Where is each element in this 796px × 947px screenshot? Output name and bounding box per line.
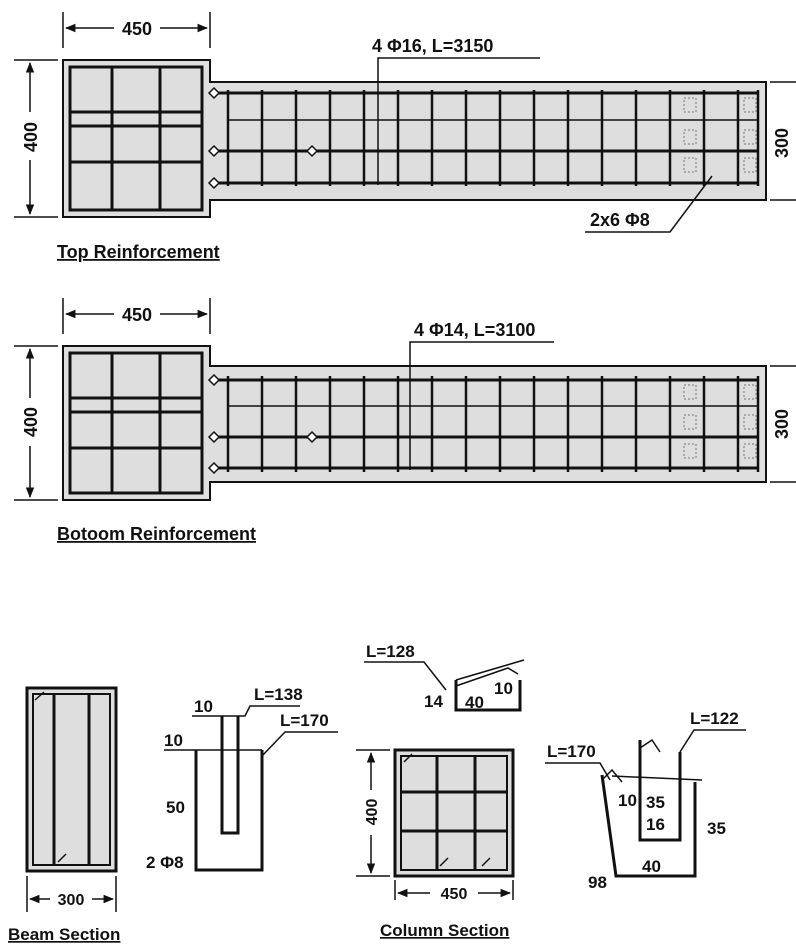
bottom-stirrups	[226, 376, 760, 472]
column-tie-small-seg-a: 14	[424, 692, 443, 711]
column-tie-small: L=128 14 40 10	[364, 642, 525, 712]
top-bar-marker	[207, 176, 221, 190]
bottom-reinforcement-panel: 450 400 300 4 Φ14, L=3100 Botoom Reinfor…	[14, 298, 796, 544]
bottom-anchorage-dots	[683, 384, 757, 459]
top-caption: Top Reinforcement	[57, 242, 220, 262]
column-tie-large-seg-hook: 10	[618, 791, 637, 810]
top-stirrups	[226, 90, 760, 186]
bottom-column-box	[68, 351, 204, 495]
column-section: 400 450 Column Section	[356, 748, 515, 940]
column-tie-large: L=122 L=170 10 35 16 35 40 98	[545, 709, 746, 892]
column-tie-large-inner	[639, 738, 661, 753]
bottom-main-bar-leader	[409, 341, 554, 470]
column-section-hook	[481, 857, 491, 867]
top-dim-height-left: 400	[21, 122, 41, 152]
column-section-tie	[400, 755, 508, 871]
column-tie-small-shape	[454, 680, 522, 712]
column-tie-large-leader	[545, 762, 611, 781]
column-tie-large-outer	[600, 774, 697, 878]
beam-section-stirrup	[32, 693, 111, 866]
column-tie-large-seg-inner-w: 16	[646, 815, 665, 834]
top-stirrups-label: 2x6 Φ8	[590, 210, 650, 230]
beam-caption: Beam Section	[8, 925, 120, 944]
column-tie-large-seg-outer-h: 35	[707, 819, 726, 838]
column-tie-large-outer	[601, 768, 623, 783]
beam-inner-bar	[220, 716, 240, 835]
column-tie-small-seg-c: 10	[494, 679, 513, 698]
beam-seg-hook-left: 10	[164, 731, 183, 750]
column-tie-large-leader	[679, 729, 746, 753]
bottom-caption: Botoom Reinforcement	[57, 524, 256, 544]
beam-inner-leader	[192, 705, 300, 717]
column-tie-large-len-outer: L=170	[547, 742, 596, 761]
top-main-bars-label: 4 Φ16, L=3150	[372, 36, 493, 56]
column-tie-large-len-inner: L=122	[690, 709, 739, 728]
top-dim-width: 450	[122, 19, 152, 39]
beam-seg-height: 50	[166, 798, 185, 817]
top-concrete-outline	[62, 59, 767, 218]
column-dim-height: 400	[364, 799, 381, 826]
column-section-hook	[439, 857, 449, 867]
column-section-outline	[393, 748, 515, 878]
beam-seg-hook-top: 10	[194, 697, 213, 716]
column-tie-small-length: L=128	[366, 642, 415, 661]
beam-section-hook	[57, 853, 67, 863]
top-main-bar-leader	[377, 57, 540, 185]
bottom-dim-height-left: 400	[21, 407, 41, 437]
top-anchorage-dots	[683, 97, 757, 173]
top-bar-marker	[207, 144, 221, 158]
bottom-bar-marker	[207, 430, 221, 444]
beam-section: 300 Beam Section	[8, 686, 120, 944]
column-tie-small-leader	[364, 661, 447, 691]
top-stirrup-leader	[585, 175, 713, 233]
column-tie-large-outer	[611, 775, 703, 781]
column-tie-small-shape	[455, 667, 519, 687]
beam-stirrup-detail: L=138 10 L=170 10 50 2 Φ8	[146, 685, 338, 872]
beam-bars: 2 Φ8	[146, 853, 184, 872]
beam-section-outline	[25, 686, 118, 873]
beam-section-hook	[34, 691, 45, 701]
top-column-box	[68, 65, 204, 212]
column-tie-large-inner	[638, 740, 682, 842]
top-bar-marker	[207, 86, 221, 100]
column-dim-width: 450	[441, 886, 468, 903]
column-tie-large-seg-inner-h: 35	[646, 793, 665, 812]
bottom-main-bars-label: 4 Φ14, L=3100	[414, 320, 535, 340]
column-section-hook	[403, 753, 413, 763]
bottom-bar-marker	[207, 461, 221, 475]
top-dim-height-right: 300	[772, 128, 792, 158]
bottom-dim-height-right: 300	[772, 409, 792, 439]
bottom-dim-width: 450	[122, 305, 152, 325]
column-tie-small-seg-b: 40	[465, 693, 484, 712]
column-tie-large-seg-outer-w: 40	[642, 857, 661, 876]
column-caption: Column Section	[380, 921, 509, 940]
beam-outer-leader	[261, 731, 338, 757]
bottom-concrete-outline	[62, 345, 767, 501]
top-reinforcement-panel: 450 400 300 4 Φ16, L=3150 2x6 Φ8 Top Rei…	[14, 12, 796, 262]
beam-outer-bar	[194, 750, 264, 872]
beam-len-outer: L=170	[280, 711, 329, 730]
top-bar-marker	[305, 144, 319, 158]
bottom-bar-marker	[207, 373, 221, 387]
column-tie-large-seg-total: 98	[588, 873, 607, 892]
beam-dim-width: 300	[58, 892, 85, 909]
beam-len-inner: L=138	[254, 685, 303, 704]
column-tie-small-shape	[455, 659, 525, 681]
bottom-bar-marker	[305, 430, 319, 444]
